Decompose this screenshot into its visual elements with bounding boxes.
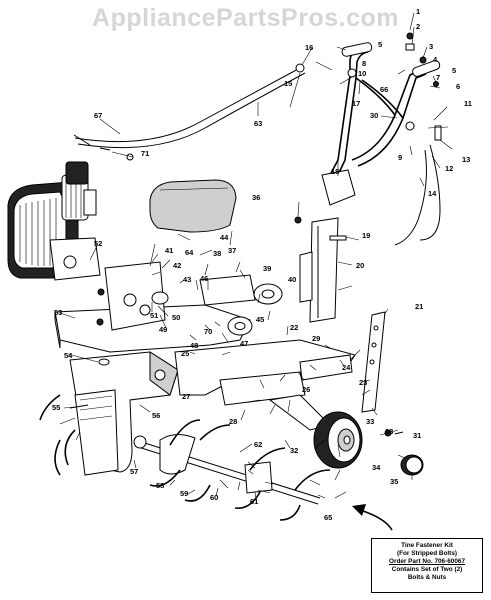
depth-bar: [361, 311, 386, 413]
handle-upright: [299, 169, 356, 323]
part-label-48: 48: [190, 341, 198, 350]
part-label-19: 19: [362, 231, 370, 240]
kit-part-number: Order Part No. 706-60067: [388, 558, 466, 565]
part-label-6: 6: [456, 82, 460, 91]
part-label-40: 40: [288, 275, 296, 284]
kit-subtitle: (For Stripped Bolts): [397, 550, 457, 557]
part-label-32: 32: [290, 446, 298, 455]
part-label-53: 53: [54, 308, 62, 317]
part-label-52: 52: [94, 239, 102, 248]
hitch-frame: [174, 339, 356, 431]
part-label-50: 50: [172, 313, 180, 322]
part-label-22: 22: [290, 323, 298, 332]
part-label-62: 62: [254, 440, 262, 449]
part-label-60: 60: [210, 493, 218, 502]
part-label-10: 10: [358, 69, 366, 78]
tine-fastener-kit-note: Tine Fastener Kit (For Stripped Bolts) O…: [371, 538, 483, 593]
part-label-65: 65: [324, 513, 332, 522]
part-label-14: 14: [428, 189, 437, 198]
kit-contents-2: Bolts & Nuts: [407, 574, 447, 581]
part-label-27: 27: [182, 392, 190, 401]
part-label-71: 71: [141, 149, 149, 158]
part-labels: 1 2 3 4 5 5 6 7 8 9 10 11 12 13 14 15 16…: [52, 7, 472, 522]
part-label-46: 46: [200, 274, 208, 283]
part-label-37: 37: [228, 246, 236, 255]
part-label-16: 16: [305, 43, 313, 52]
part-label-1: 1: [416, 7, 420, 16]
kit-contents: Contains Set of Two (2): [391, 566, 463, 573]
part-label-13: 13: [462, 155, 470, 164]
part-label-7: 7: [436, 73, 440, 82]
gear-case: [69, 351, 179, 476]
part-label-51: 51: [150, 311, 158, 320]
part-label-28: 28: [229, 417, 237, 426]
part-label-18: 18: [331, 167, 339, 176]
part-label-34: 34: [372, 463, 381, 472]
arrow: [352, 504, 393, 531]
part-label-42: 42: [173, 261, 181, 270]
part-label-31: 31: [413, 431, 421, 440]
part-label-43: 43: [183, 275, 191, 284]
hardware: [69, 32, 442, 437]
frame-plate: [54, 261, 256, 353]
part-label-56: 56: [152, 411, 160, 420]
wheel: [313, 411, 424, 476]
part-label-64: 64: [185, 248, 194, 257]
part-label-63: 63: [254, 119, 262, 128]
part-label-21: 21: [415, 302, 423, 311]
part-label-11: 11: [464, 99, 472, 108]
part-label-57: 57: [130, 467, 138, 476]
part-label-47: 47: [240, 339, 248, 348]
part-label-61: 61: [250, 497, 258, 506]
part-label-45: 45: [256, 315, 264, 324]
engine: [7, 161, 101, 281]
part-label-29: 29: [312, 334, 320, 343]
part-label-3: 3: [429, 42, 433, 51]
part-label-20: 20: [356, 261, 364, 270]
part-label-25: 25: [181, 349, 189, 358]
part-label-30: 30: [370, 111, 378, 120]
part-label-33: 33: [366, 417, 374, 426]
belt-cover: [149, 179, 237, 233]
control-cables: [74, 67, 441, 246]
axle-tines: [39, 394, 331, 521]
part-label-15: 15: [284, 79, 292, 88]
part-label-8: 8: [362, 59, 366, 68]
part-label-36: 36: [252, 193, 260, 202]
part-label-70: 70: [204, 327, 212, 336]
part-label-2: 2: [416, 22, 420, 31]
part-label-68: 68: [385, 427, 393, 436]
part-label-5-right: 5: [452, 66, 456, 75]
part-label-58: 58: [156, 481, 164, 490]
part-label-35: 35: [390, 477, 398, 486]
part-label-59: 59: [180, 489, 188, 498]
part-label-54: 54: [64, 351, 73, 360]
part-label-41: 41: [165, 246, 173, 255]
part-label-5-top: 5: [378, 40, 382, 49]
kit-title: Tine Fastener Kit: [401, 542, 453, 549]
part-label-55: 55: [52, 403, 60, 412]
pulleys: [151, 283, 283, 336]
watermark: AppliancePartsPros.com: [92, 4, 399, 32]
part-label-49: 49: [159, 325, 167, 334]
handlebar: [329, 42, 441, 176]
leader-lines: [59, 12, 453, 501]
part-label-4: 4: [433, 55, 438, 64]
part-label-44: 44: [220, 233, 229, 242]
part-label-38: 38: [213, 249, 221, 258]
part-label-9: 9: [398, 153, 402, 162]
part-label-39: 39: [263, 264, 271, 273]
part-label-17: 17: [352, 99, 360, 108]
part-label-23: 23: [359, 378, 367, 387]
part-label-12: 12: [445, 164, 453, 173]
part-label-66: 66: [380, 85, 388, 94]
part-label-26: 26: [302, 385, 310, 394]
part-label-67: 67: [94, 111, 102, 120]
part-label-24: 24: [342, 363, 351, 372]
